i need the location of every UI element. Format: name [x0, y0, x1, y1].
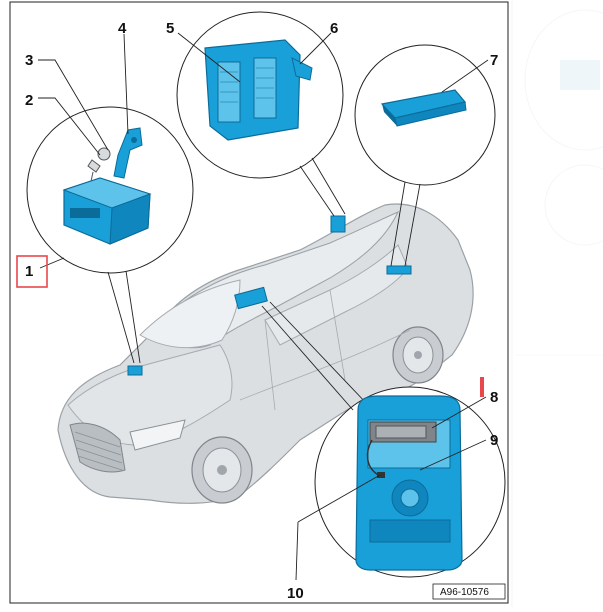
car-side-windows: [264, 244, 409, 346]
car-mounted-components: [127, 215, 412, 376]
callout-3: 3: [25, 52, 33, 69]
reference-code: A96-10576: [440, 587, 489, 598]
reference-code-box: [432, 583, 506, 600]
grille-slats: [74, 431, 123, 471]
callout-9: 9: [490, 432, 498, 449]
detail-circle-bottom-right: [261, 301, 506, 578]
callout-8-marker: [480, 377, 484, 397]
callout-6: 6: [330, 20, 338, 37]
connector-10: [377, 472, 385, 478]
component-on-car-7: [386, 265, 412, 275]
car-door-lines: [239, 289, 411, 411]
callout-5: 5: [166, 20, 174, 37]
callout-10: 10: [287, 585, 304, 602]
car-illustration: [57, 203, 474, 504]
component-on-car-1: [127, 365, 143, 376]
callout-1-highlight-box: [16, 255, 48, 288]
car-front-wheel: [191, 436, 253, 504]
detail-circle-top-center: [176, 11, 346, 217]
component-on-car-8: [234, 286, 268, 310]
callout-7: 7: [490, 52, 498, 69]
diagram-frame: [9, 1, 509, 604]
callout-8: 8: [490, 389, 498, 406]
mounting-bracket-6: [291, 57, 313, 81]
car-rear-wheel: [392, 326, 444, 384]
callout-4: 4: [118, 20, 127, 37]
callout-1: 1: [25, 263, 33, 280]
bolt-part: [87, 159, 101, 173]
detail-circle-left: [26, 106, 194, 364]
callout-2: 2: [25, 92, 33, 109]
leader-lines: [38, 32, 489, 581]
wiring-harness: [366, 439, 381, 477]
nut-part: [97, 147, 111, 161]
component-on-car-5: [330, 215, 346, 233]
background-ghost-figure: [511, 0, 603, 607]
car-windshield: [139, 279, 241, 349]
car-headlight: [129, 419, 186, 451]
